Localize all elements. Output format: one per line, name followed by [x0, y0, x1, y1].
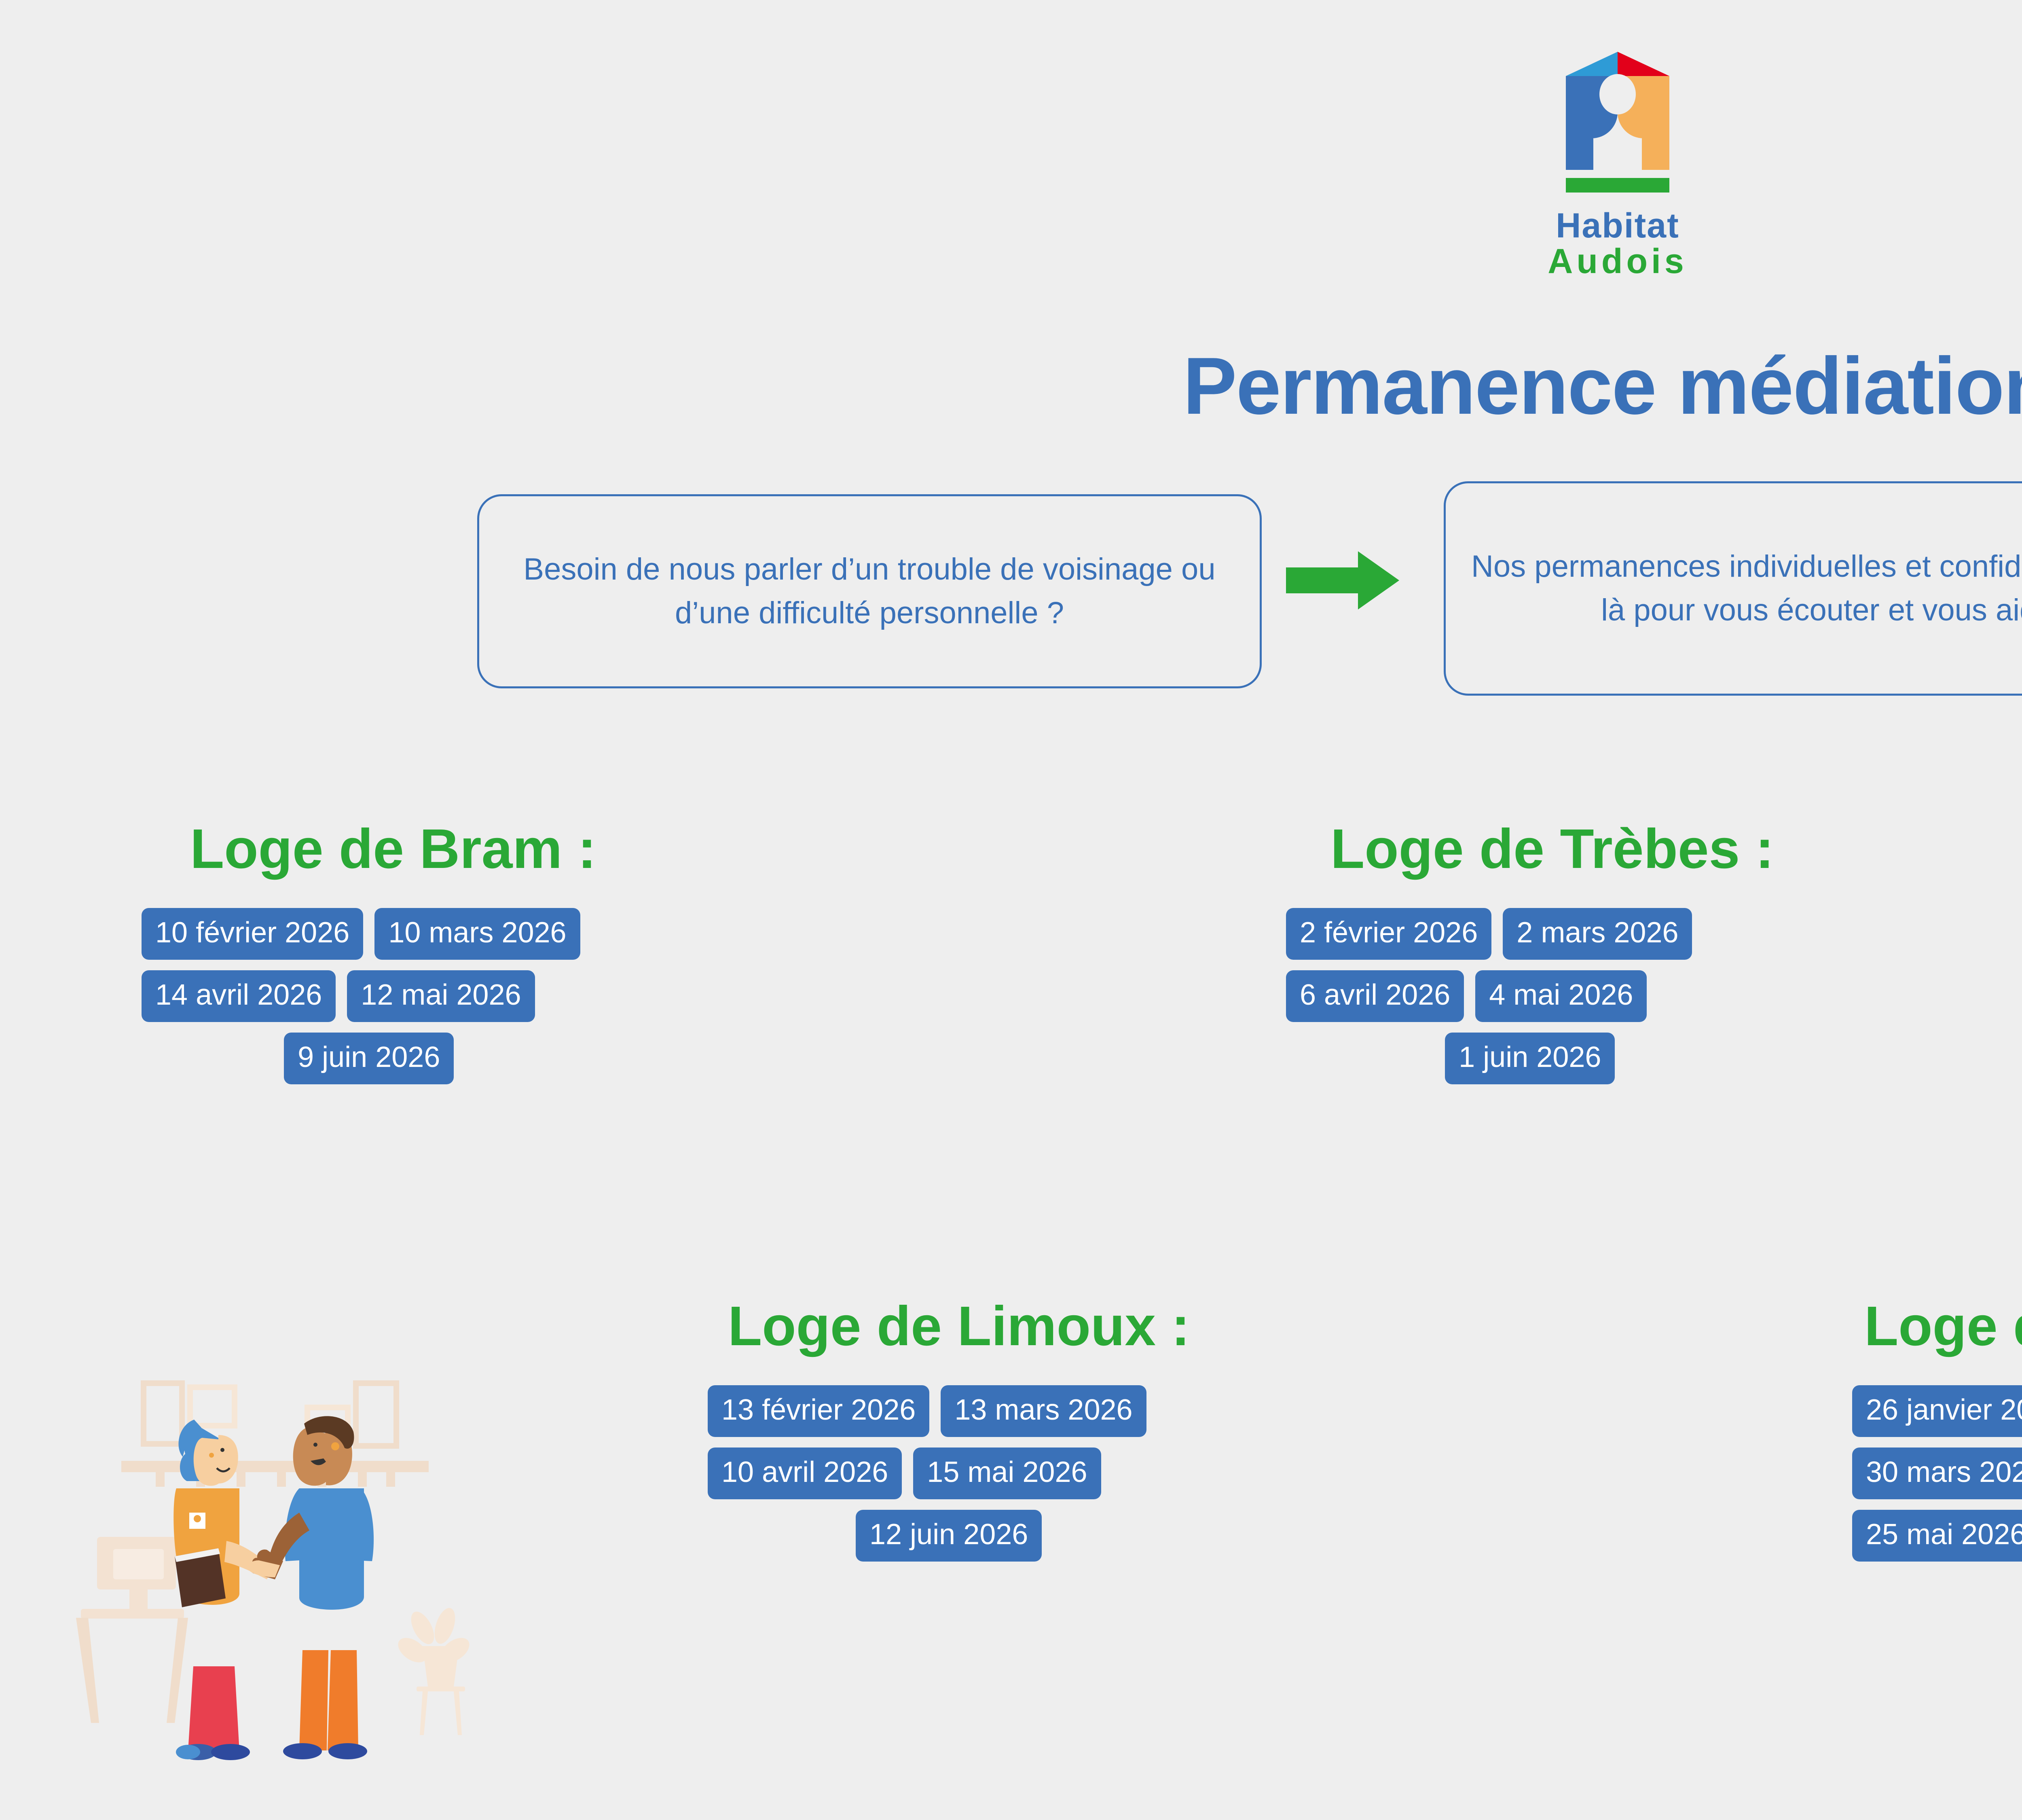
date-chip[interactable]: 30 mars 2026: [1852, 1448, 2022, 1499]
date-chip[interactable]: 1 juin 2026: [1445, 1033, 1615, 1084]
date-chip[interactable]: 13 mars 2026: [941, 1385, 1146, 1437]
date-chip[interactable]: 26 janvier 2026: [1852, 1385, 2022, 1437]
date-chip-row: 1 juin 2026: [1286, 1033, 1774, 1084]
date-chip-row: 26 janvier 2026 23 fevrier 2026: [1852, 1385, 2022, 1437]
date-chip[interactable]: 25 mai 2026: [1852, 1510, 2022, 1562]
date-chip-row: 13 février 2026 13 mars 2026: [708, 1385, 1190, 1437]
date-chip[interactable]: 10 mars 2026: [374, 908, 580, 960]
date-chip-row: 12 juin 2026: [708, 1510, 1190, 1562]
loge-title: Loge de Bram :: [190, 818, 596, 880]
loge-title: Loge de Quillan :: [1864, 1295, 2022, 1357]
loge-title: Loge de Trèbes :: [1330, 818, 1774, 880]
date-chip-row: 9 juin 2026: [142, 1033, 596, 1084]
date-chip[interactable]: 14 avril 2026: [142, 970, 336, 1022]
date-chip-row: 10 février 2026 10 mars 2026: [142, 908, 596, 960]
date-chip-row: 6 avril 2026 4 mai 2026: [1286, 970, 1774, 1022]
date-chip-row: 25 mai 2026 29 juin 2026: [1852, 1510, 2022, 1562]
date-chip[interactable]: 12 juin 2026: [856, 1510, 1042, 1562]
date-chip-grid: 26 janvier 2026 23 fevrier 2026 30 mars …: [1852, 1385, 2022, 1562]
date-chip[interactable]: 4 mai 2026: [1475, 970, 1647, 1022]
brand-name-line2: Audois: [1548, 242, 1688, 281]
page-title: Permanence médiation: [1183, 341, 2022, 431]
date-chip[interactable]: 2 mars 2026: [1503, 908, 1692, 960]
date-chip[interactable]: 2 février 2026: [1286, 908, 1492, 960]
answer-box: Nos permanences individuelles et confide…: [1444, 481, 2022, 696]
loge-group-limoux: Loge de Limoux : 13 février 2026 13 mars…: [708, 1294, 1190, 1562]
date-chip[interactable]: 10 février 2026: [142, 908, 364, 960]
date-chip[interactable]: 13 février 2026: [708, 1385, 930, 1437]
date-chip-grid: 2 février 2026 2 mars 2026 6 avril 2026 …: [1286, 908, 1774, 1084]
question-box: Besoin de nous parler d’un trouble de vo…: [477, 494, 1262, 688]
date-chip-row: 30 mars 2026 27 avril 2026: [1852, 1448, 2022, 1499]
loge-group-trebes: Loge de Trèbes : 2 février 2026 2 mars 2…: [1286, 817, 1774, 1084]
date-chip[interactable]: 15 mai 2026: [913, 1448, 1101, 1499]
date-chip-grid: 13 février 2026 13 mars 2026 10 avril 20…: [708, 1385, 1190, 1562]
arrow-right-icon: [1286, 551, 1399, 609]
date-chip[interactable]: 12 mai 2026: [347, 970, 535, 1022]
handshake-illustration: [76, 1380, 470, 1760]
loge-group-bram: Loge de Bram : 10 février 2026 10 mars 2…: [142, 817, 596, 1084]
answer-text: Nos permanences individuelles et confide…: [1471, 549, 2022, 627]
brand-logo: Habitat Audois: [1504, 49, 1731, 283]
date-chip[interactable]: 9 juin 2026: [284, 1033, 454, 1084]
date-chip-row: 14 avril 2026 12 mai 2026: [142, 970, 596, 1022]
habitat-audois-logo-icon: [1566, 52, 1669, 193]
loge-group-quillan: Loge de Quillan : 26 janvier 2026 23 fev…: [1852, 1294, 2022, 1562]
date-chip-grid: 10 février 2026 10 mars 2026 14 avril 20…: [142, 908, 596, 1084]
date-chip-row: 10 avril 2026 15 mai 2026: [708, 1448, 1190, 1499]
brand-wordmark: Habitat Audois: [1504, 208, 1731, 279]
brand-name-line1: Habitat: [1556, 206, 1679, 245]
date-chip-row: 2 février 2026 2 mars 2026: [1286, 908, 1774, 960]
date-chip[interactable]: 6 avril 2026: [1286, 970, 1464, 1022]
date-chip[interactable]: 10 avril 2026: [708, 1448, 902, 1499]
question-text: Besoin de nous parler d’un trouble de vo…: [523, 552, 1216, 630]
loge-title: Loge de Limoux :: [728, 1295, 1190, 1357]
